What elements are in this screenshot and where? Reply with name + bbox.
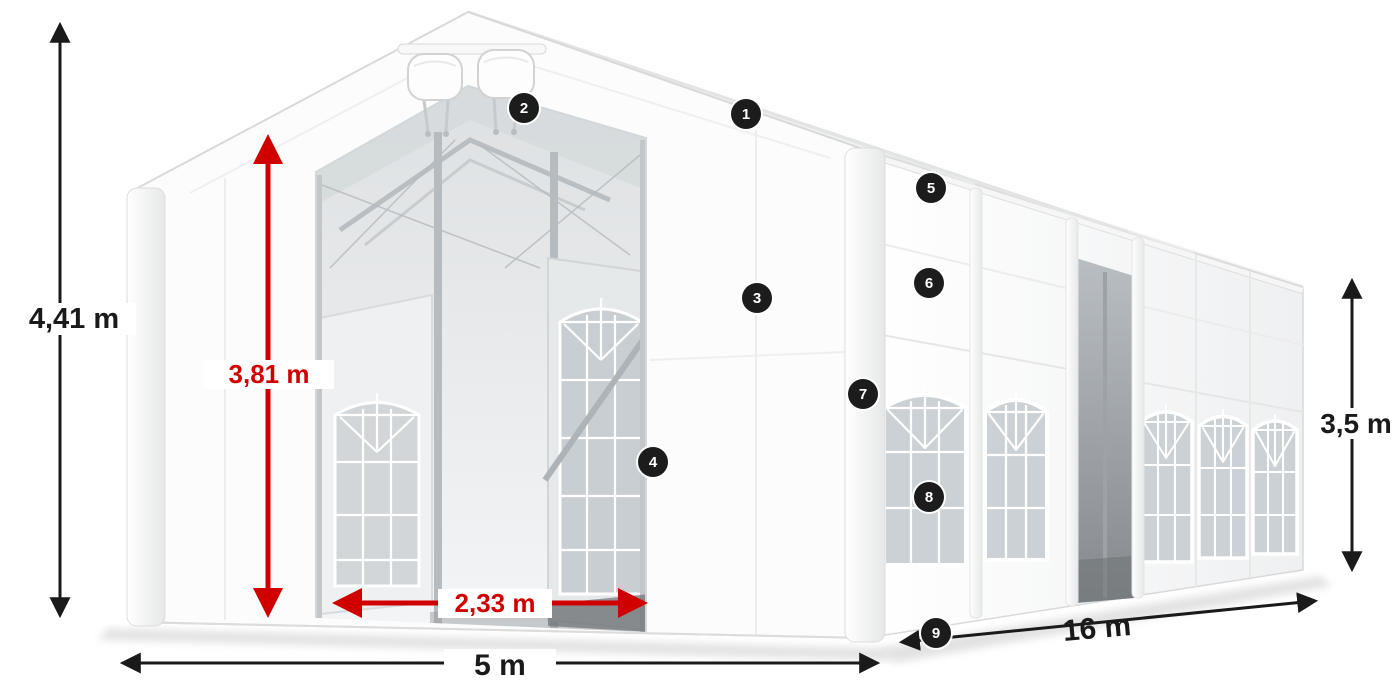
front-left-corner-post: [126, 187, 166, 627]
marker-4[interactable]: 4: [638, 447, 668, 477]
marker-8[interactable]: 8: [914, 482, 944, 512]
side-window: [882, 384, 968, 567]
side-window: [1251, 414, 1299, 556]
width-label: 5 m: [444, 649, 556, 683]
side-height-label: 3,5 m: [1305, 408, 1400, 440]
side-window: [1197, 409, 1249, 560]
marker-2[interactable]: 2: [509, 93, 539, 123]
marker-9[interactable]: 9: [921, 618, 951, 648]
side-opening: [1076, 258, 1134, 603]
side-window: [1139, 404, 1194, 564]
marker-6[interactable]: 6: [914, 268, 944, 298]
entrance-opening: [315, 84, 647, 632]
side-post: [1065, 217, 1079, 607]
side-post: [969, 187, 983, 619]
side-post: [1131, 237, 1145, 599]
total-height-label: 4,41 m: [12, 303, 136, 336]
length-arrow: [898, 592, 1319, 651]
marker-3[interactable]: 3: [742, 283, 772, 313]
entrance-width-label: 2,33 m: [438, 589, 552, 619]
marker-1[interactable]: 1: [731, 99, 761, 129]
rolled-curtains: [397, 43, 547, 137]
side-window: [983, 390, 1049, 562]
entrance-height-label: 3,81 m: [204, 360, 334, 390]
marker-5[interactable]: 5: [916, 173, 946, 203]
marker-7[interactable]: 7: [848, 379, 878, 409]
tent-side-wall: [864, 147, 1305, 639]
